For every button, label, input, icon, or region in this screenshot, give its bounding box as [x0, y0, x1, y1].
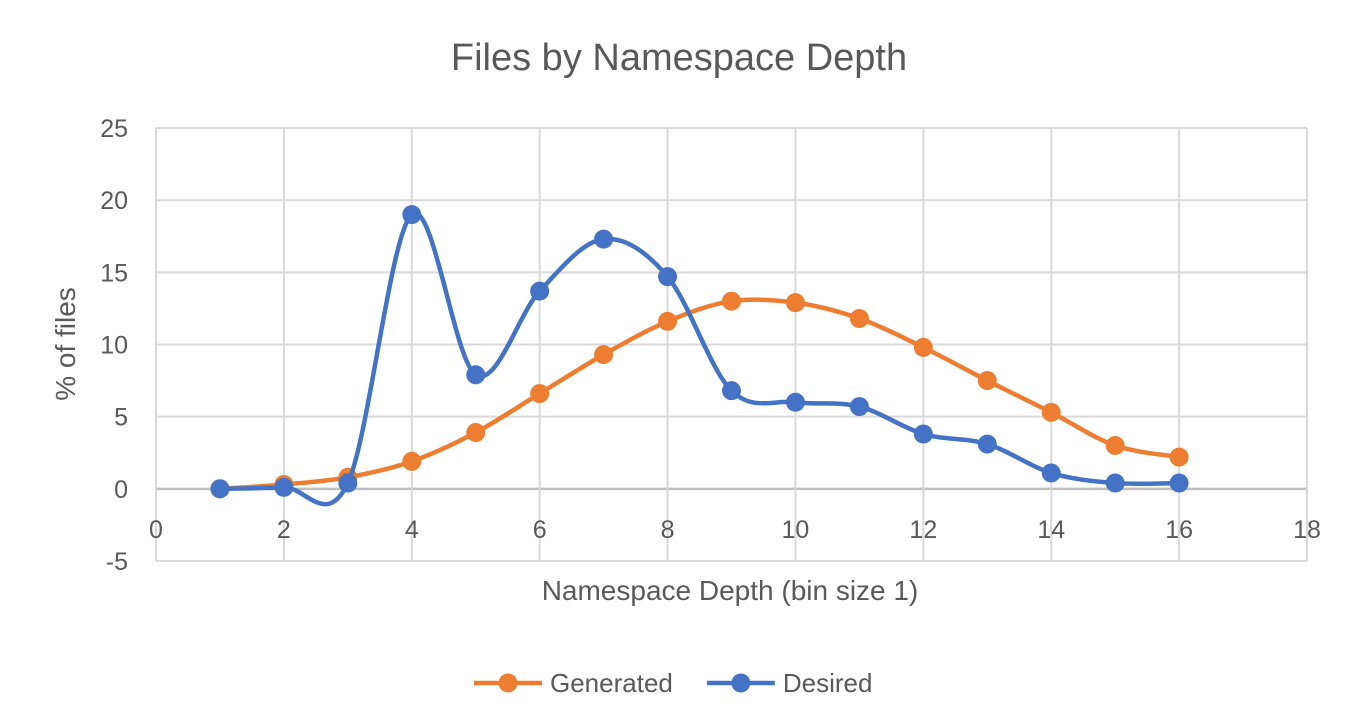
- series-lines: [210, 205, 1189, 507]
- x-tick-label: 2: [277, 516, 291, 544]
- y-tick-label: 10: [100, 332, 128, 360]
- data-point-generated: [530, 384, 550, 404]
- data-point-desired: [210, 479, 230, 499]
- x-axis-title: Namespace Depth (bin size 1): [542, 575, 919, 606]
- data-point-desired: [594, 229, 614, 249]
- gridlines: [155, 127, 1308, 562]
- x-tick-label: 4: [405, 516, 419, 544]
- legend-item-desired: Desired: [706, 668, 873, 698]
- legend-swatch-marker: [498, 673, 518, 693]
- legend: Generated Desired: [474, 668, 872, 698]
- x-tick-label: 18: [1293, 516, 1321, 544]
- series-desired: [210, 205, 1189, 507]
- data-point-desired: [785, 392, 805, 412]
- y-axis-title: % of files: [50, 287, 81, 401]
- y-tick-label: 20: [100, 187, 128, 215]
- data-point-generated: [1105, 436, 1125, 456]
- x-tick-label: 16: [1165, 516, 1193, 544]
- data-point-desired: [466, 365, 486, 385]
- data-point-generated: [913, 337, 933, 357]
- y-tick-label: 15: [100, 259, 128, 287]
- data-point-generated: [785, 293, 805, 313]
- y-tick-label: 0: [114, 476, 128, 504]
- data-point-generated: [594, 345, 614, 365]
- data-point-generated: [1169, 447, 1189, 467]
- data-point-generated: [402, 451, 422, 471]
- x-tick-label: 10: [782, 516, 810, 544]
- legend-item-generated: Generated: [474, 668, 673, 698]
- x-tick-label: 14: [1037, 516, 1065, 544]
- data-point-generated: [658, 311, 678, 331]
- tick-labels: -5 0 5 10 15 20 25 0 2 4 6 8 10 12 14 16 18: [100, 115, 1321, 576]
- data-point-desired: [1041, 463, 1061, 483]
- x-tick-label: 0: [149, 516, 163, 544]
- data-point-desired: [658, 267, 678, 287]
- data-point-desired: [722, 381, 741, 401]
- data-point-desired: [1169, 473, 1189, 493]
- series-line-generated: [217, 297, 1182, 492]
- y-tick-label: 25: [100, 115, 128, 143]
- series-line-desired: [217, 211, 1182, 507]
- x-tick-label: 8: [661, 516, 675, 544]
- data-point-desired: [274, 477, 294, 497]
- legend-swatch-marker: [731, 673, 751, 693]
- y-tick-label: -5: [106, 548, 128, 576]
- data-point-generated: [466, 423, 486, 443]
- x-tick-label: 12: [909, 516, 937, 544]
- data-point-generated: [849, 309, 869, 329]
- legend-label-generated: Generated: [550, 668, 673, 698]
- data-point-generated: [1041, 402, 1061, 422]
- data-point-desired: [1105, 473, 1125, 493]
- x-tick-label: 6: [533, 516, 547, 544]
- data-point-desired: [338, 473, 358, 493]
- data-point-desired: [849, 397, 869, 417]
- chart-title: Files by Namespace Depth: [451, 37, 907, 79]
- data-point-desired: [913, 424, 933, 444]
- data-point-desired: [402, 205, 422, 225]
- legend-label-desired: Desired: [783, 668, 873, 698]
- data-point-desired: [530, 281, 550, 301]
- data-point-generated: [722, 291, 741, 311]
- data-point-desired: [977, 434, 997, 454]
- y-tick-label: 5: [114, 404, 128, 432]
- data-point-generated: [977, 371, 997, 391]
